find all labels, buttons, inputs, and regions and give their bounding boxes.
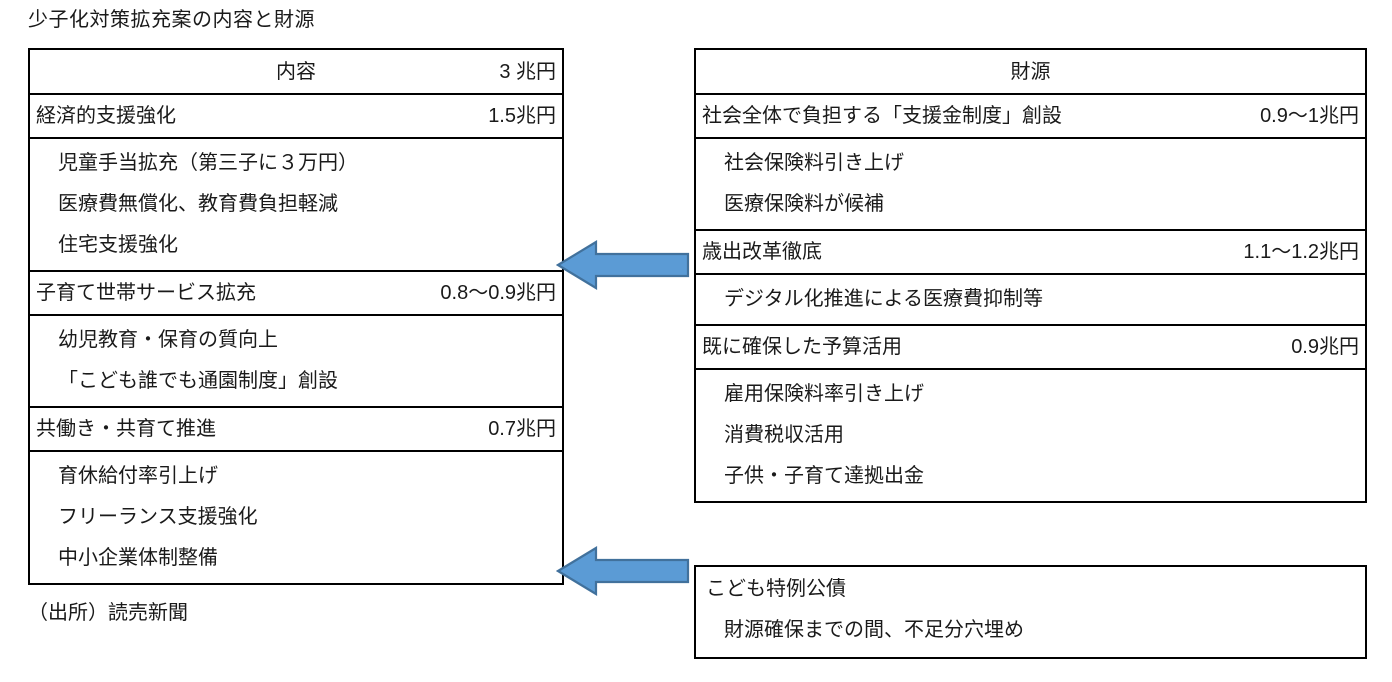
list-item: 育休給付率引上げ	[58, 465, 218, 487]
funding-section-amount-0: 0.9〜1兆円	[1260, 105, 1359, 127]
list-item: 子供・子育て達拠出金	[724, 465, 924, 487]
list-item: 幼児教育・保育の質向上	[58, 329, 278, 351]
content-section-row-1: 子育て世帯サービス拡充 0.8〜0.9兆円	[30, 272, 562, 316]
content-table-header-row: 内容 3 兆円	[30, 50, 562, 95]
content-section-items-0: 児童手当拡充（第三子に３万円） 医療費無償化、教育費負担軽減 住宅支援強化	[30, 139, 562, 272]
content-section-row-2: 共働き・共育て推進 0.7兆円	[30, 408, 562, 452]
funding-header-label: 財源	[1010, 60, 1051, 83]
content-section-label-0: 経済的支援強化	[36, 105, 176, 127]
list-item: 雇用保険料率引き上げ	[724, 383, 924, 405]
bond-box-label: こども特例公債	[706, 578, 846, 600]
bond-box: こども特例公債 財源確保までの間、不足分穴埋め	[694, 565, 1367, 659]
funding-section-items-2: 雇用保険料率引き上げ 消費税収活用 子供・子育て達拠出金	[696, 370, 1365, 501]
list-item: 社会保険料引き上げ	[724, 152, 904, 174]
funding-section-items-0: 社会保険料引き上げ 医療保険料が候補	[696, 139, 1365, 231]
content-section-amount-2: 0.7兆円	[488, 418, 556, 440]
list-item: 医療費無償化、教育費負担軽減	[58, 193, 338, 215]
content-section-label-2: 共働き・共育て推進	[36, 418, 216, 440]
funding-section-amount-1: 1.1〜1.2兆円	[1243, 241, 1359, 263]
arrow-funding-to-content	[556, 239, 690, 291]
list-item: 児童手当拡充（第三子に３万円）	[58, 152, 358, 174]
funding-table-header-row: 財源	[696, 50, 1365, 95]
funding-section-label-0: 社会全体で負担する「支援金制度」創設	[702, 105, 1062, 127]
funding-section-row-2: 既に確保した予算活用 0.9兆円	[696, 326, 1365, 370]
content-section-label-1: 子育て世帯サービス拡充	[36, 282, 256, 304]
content-section-items-2: 育休給付率引上げ フリーランス支援強化 中小企業体制整備	[30, 452, 562, 583]
funding-section-label-2: 既に確保した予算活用	[702, 336, 902, 358]
content-header-amount: 3 兆円	[499, 60, 556, 83]
content-section-items-1: 幼児教育・保育の質向上 「こども誰でも通園制度」創設	[30, 316, 562, 408]
list-item: フリーランス支援強化	[58, 506, 258, 528]
list-item: 消費税収活用	[724, 424, 844, 446]
content-header-label: 内容	[276, 60, 316, 83]
content-section-amount-1: 0.8〜0.9兆円	[440, 282, 556, 304]
funding-section-label-1: 歳出改革徹底	[702, 241, 822, 263]
list-item: デジタル化推進による医療費抑制等	[724, 288, 1043, 310]
arrow-bond-to-content	[556, 545, 690, 597]
funding-section-row-0: 社会全体で負担する「支援金制度」創設 0.9〜1兆円	[696, 95, 1365, 139]
list-item: 住宅支援強化	[58, 234, 178, 256]
list-item: 中小企業体制整備	[58, 547, 218, 569]
source-note: （出所）読売新聞	[28, 602, 188, 624]
list-item: 「こども誰でも通園制度」創設	[58, 370, 338, 392]
content-section-amount-0: 1.5兆円	[488, 105, 556, 127]
list-item: 医療保険料が候補	[724, 193, 884, 215]
page-title: 少子化対策拡充案の内容と財源	[28, 9, 315, 31]
funding-table: 財源 社会全体で負担する「支援金制度」創設 0.9〜1兆円 社会保険料引き上げ …	[694, 48, 1367, 503]
content-table: 内容 3 兆円 経済的支援強化 1.5兆円 児童手当拡充（第三子に３万円） 医療…	[28, 48, 564, 585]
funding-section-row-1: 歳出改革徹底 1.1〜1.2兆円	[696, 231, 1365, 275]
funding-section-amount-2: 0.9兆円	[1291, 336, 1359, 358]
funding-section-items-1: デジタル化推進による医療費抑制等	[696, 275, 1365, 326]
content-section-row-0: 経済的支援強化 1.5兆円	[30, 95, 562, 139]
list-item: 財源確保までの間、不足分穴埋め	[724, 619, 1024, 641]
bond-box-content: こども特例公債 財源確保までの間、不足分穴埋め	[696, 567, 1365, 657]
